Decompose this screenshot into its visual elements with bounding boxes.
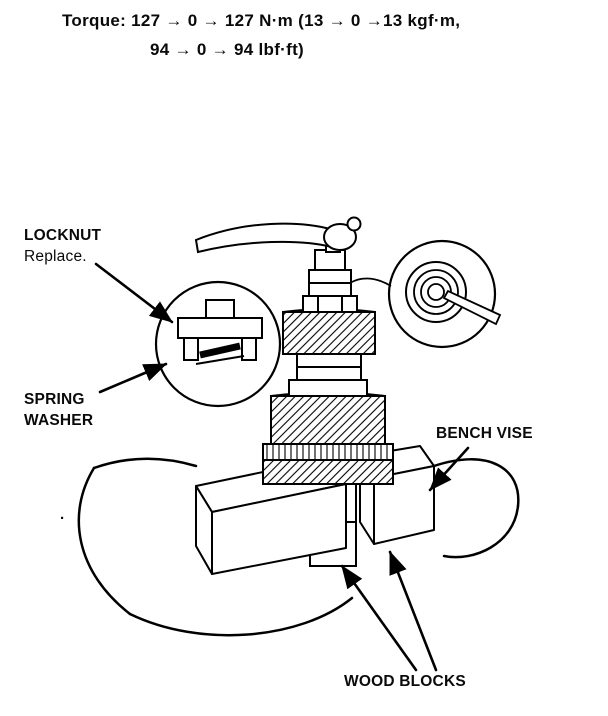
locknut — [302, 295, 358, 313]
spring-washer-callout: SPRING WASHER — [24, 390, 93, 432]
torque-spec-line-2: 94 → 0 → 94 lbf·ft) — [150, 40, 305, 59]
ratchet-handle — [194, 222, 334, 254]
gear-large — [270, 395, 386, 445]
shaft-gear-assembly — [262, 249, 394, 485]
spring-washer-seat-line — [195, 355, 245, 365]
bench-vise-arrow — [428, 446, 470, 492]
torque-spec: Torque: 127 → 0 → 127 N·m (13 → 0 →13 kg… — [62, 12, 460, 58]
locknut-mid-ring — [413, 269, 459, 315]
locknut-stem-section — [205, 299, 235, 319]
locknut-callout: LOCKNUT Replace. — [24, 226, 101, 268]
locknut-flange-section — [177, 317, 263, 339]
staking-punch-tool — [442, 289, 502, 326]
wood-blocks-arrow-right — [388, 550, 438, 672]
inset-right-circle — [387, 239, 497, 349]
locknut-bore-ring — [427, 283, 445, 301]
spring-washer-detail-inset — [154, 280, 282, 408]
wood-blocks-label: WOOD BLOCKS — [344, 673, 466, 690]
inset-leader-curve — [349, 277, 392, 287]
wood-blocks-callout: WOOD BLOCKS — [344, 672, 466, 693]
stray-print-mark: . — [60, 506, 65, 523]
vise-right-lower-curve — [442, 504, 520, 559]
torque-spec-line-1: Torque: 127 → 0 → 127 N·m (13 → 0 →13 kg… — [62, 11, 461, 30]
locknut-staking-detail-inset — [349, 239, 502, 349]
collar — [288, 379, 368, 397]
splined-gear-lower-band — [262, 459, 394, 485]
locknut-wall-left — [183, 337, 199, 361]
locknut-outer-ring — [405, 261, 467, 323]
spring-washer-section — [199, 342, 241, 359]
splined-gear-upper-band — [262, 443, 394, 461]
gear-small — [282, 311, 376, 355]
bench-vise-callout: BENCH VISE — [436, 424, 533, 445]
leader-arrows — [94, 262, 470, 672]
ratchet-wrench — [194, 216, 362, 254]
locknut-replace-note: Replace. — [24, 247, 87, 265]
bench-vise-label: BENCH VISE — [436, 425, 533, 442]
wood-blocks-arrow-left — [340, 564, 418, 672]
inset-left-circle — [154, 280, 282, 408]
spring-washer-label-line1: SPRING — [24, 391, 85, 408]
bench-vise — [77, 457, 520, 637]
locknut-wall-right — [241, 337, 257, 361]
vise-left-body-curve — [77, 466, 132, 616]
locknut-arrow — [94, 262, 174, 324]
ratchet-head — [323, 223, 357, 251]
vise-bottom-sweep — [128, 596, 354, 637]
vise-right-body-curve — [432, 458, 520, 508]
wood-block-left-side-face — [195, 485, 213, 575]
ratchet-knob — [346, 216, 362, 232]
spring-washer-label-line2: WASHER — [24, 411, 94, 429]
spring-washer-arrow — [98, 362, 168, 394]
vise-left-top-edge — [92, 457, 198, 470]
locknut-label: LOCKNUT — [24, 227, 102, 244]
